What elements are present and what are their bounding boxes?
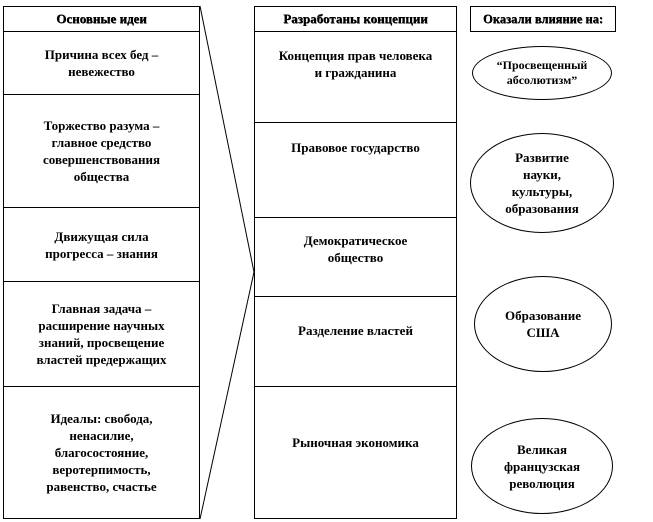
influence-text-2: Развитие науки, культуры, образования bbox=[505, 150, 579, 216]
influence-text-4: Великая французская революция bbox=[503, 441, 581, 491]
concept-text-4: Разделение властей bbox=[298, 323, 413, 338]
idea-box-2: Торжество разума – главное средство сове… bbox=[3, 94, 200, 208]
influence-header: Оказали влияние на: bbox=[470, 6, 616, 32]
concept-box-1: Концепция прав человека и гражданина bbox=[254, 31, 457, 123]
concept-text-3: Демократическое общество bbox=[303, 233, 408, 265]
idea-text-2: Торжество разума – главное средство сове… bbox=[43, 118, 160, 184]
influence-oval-3: Образование США bbox=[474, 276, 612, 372]
idea-box-3: Движущая сила прогресса – знания bbox=[3, 207, 200, 282]
idea-text-1: Причина всех бед – невежество bbox=[44, 47, 159, 79]
concept-box-3: Демократическое общество bbox=[254, 217, 457, 297]
concept-box-5: Рыночная экономика bbox=[254, 386, 457, 519]
influence-text-1: “Просвещенный абсолютизм” bbox=[496, 58, 588, 87]
idea-text-5: Идеалы: свобода, ненасилие, благосостоян… bbox=[46, 411, 157, 494]
ideas-header: Основные идеи bbox=[3, 6, 200, 32]
concept-text-5: Рыночная экономика bbox=[292, 435, 419, 450]
concepts-header: Разработаны концепции bbox=[254, 6, 457, 32]
idea-box-4: Главная задача – расширение научных знан… bbox=[3, 281, 200, 387]
influence-oval-1: “Просвещенный абсолютизм” bbox=[472, 46, 612, 100]
influence-text-3: Образование США bbox=[505, 308, 581, 340]
concept-text-2: Правовое государство bbox=[291, 140, 420, 155]
influence-oval-2: Развитие науки, культуры, образования bbox=[470, 133, 614, 233]
concept-box-2: Правовое государство bbox=[254, 122, 457, 218]
idea-box-5: Идеалы: свобода, ненасилие, благосостоян… bbox=[3, 386, 200, 519]
idea-text-4: Главная задача – расширение научных знан… bbox=[36, 301, 167, 367]
concept-text-1: Концепция прав человека и гражданина bbox=[278, 48, 433, 80]
influence-oval-4: Великая французская революция bbox=[471, 418, 613, 514]
concept-box-4: Разделение властей bbox=[254, 296, 457, 387]
idea-box-1: Причина всех бед – невежество bbox=[3, 31, 200, 95]
idea-text-3: Движущая сила прогресса – знания bbox=[45, 228, 158, 261]
